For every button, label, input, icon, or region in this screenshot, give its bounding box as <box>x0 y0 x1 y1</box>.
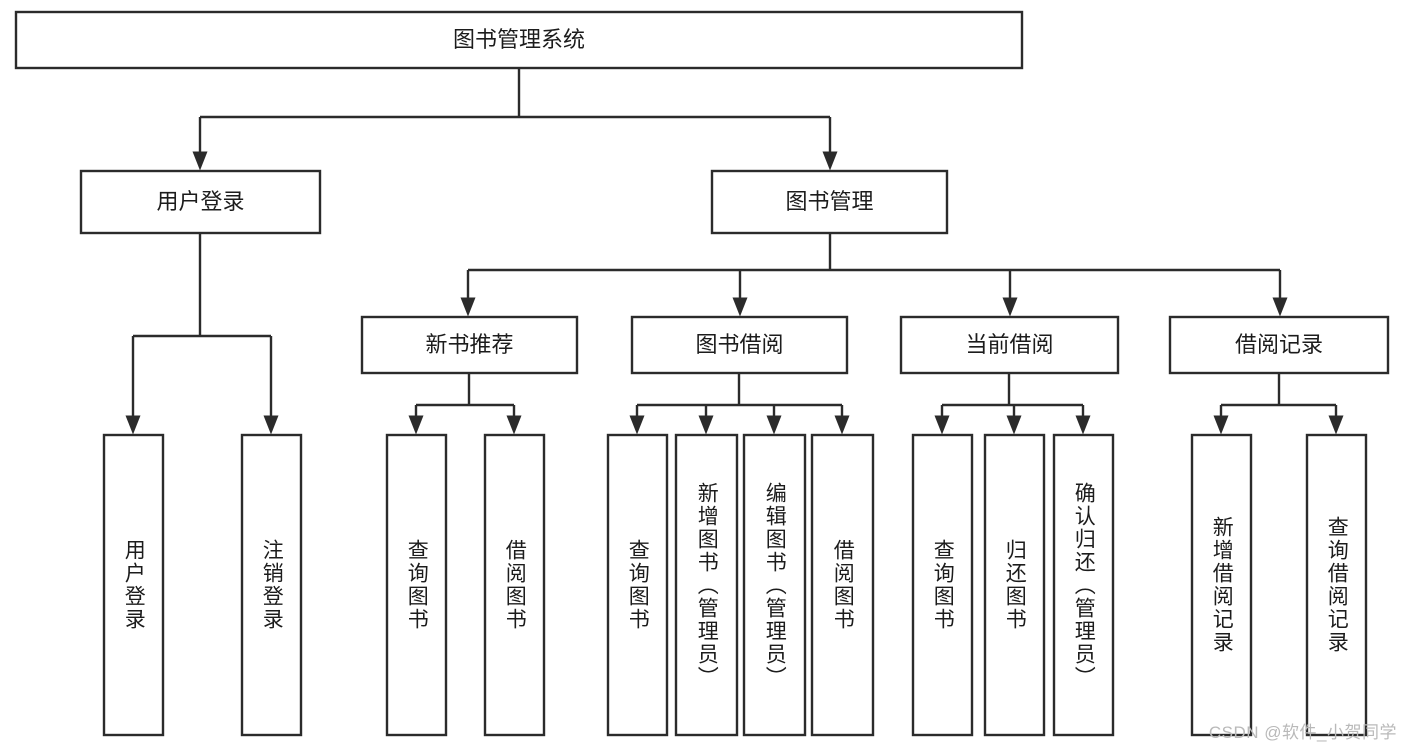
node-level2-box-0 <box>79 169 322 235</box>
node-level3-box-1 <box>630 315 849 375</box>
node-root-box <box>14 10 1024 70</box>
arrow-head-icon <box>934 415 950 435</box>
node-level3-label-1: 图书借阅 <box>695 332 783 357</box>
arrow-head-icon <box>506 415 522 435</box>
node-level2-box-1 <box>710 169 949 235</box>
node-leaf-box-12 <box>1305 433 1368 737</box>
node-leaf-box-3 <box>483 433 546 737</box>
node-leaf-box-11 <box>1190 433 1253 737</box>
arrow-head-icon <box>698 415 714 435</box>
node-level2-label-0: 用户登录 <box>156 189 244 214</box>
arrow-head-icon <box>1328 415 1344 435</box>
arrow-head-icon <box>192 151 208 171</box>
connector-links-layer <box>125 68 1344 435</box>
node-leaf-box-2 <box>385 433 448 737</box>
watermark-text: CSDN @软件_小贺同学 <box>1208 723 1397 742</box>
node-leaf-box-9 <box>983 433 1046 737</box>
arrow-head-icon <box>125 415 141 435</box>
node-root-label: 图书管理系统 <box>453 27 585 52</box>
arrow-head-icon <box>629 415 645 435</box>
node-level3-label-2: 当前借阅 <box>965 332 1053 357</box>
node-level3-box-0 <box>360 315 579 375</box>
node-level2-label-1: 图书管理 <box>785 189 873 214</box>
node-leaf-box-5 <box>674 433 739 737</box>
arrow-head-icon <box>766 415 782 435</box>
node-leaf-box-8 <box>911 433 974 737</box>
arrow-head-icon <box>1002 297 1018 317</box>
arrow-head-icon <box>408 415 424 435</box>
node-leaf-box-10 <box>1052 433 1115 737</box>
node-leaf-box-6 <box>742 433 807 737</box>
node-boxes-layer <box>14 10 1390 737</box>
arrow-head-icon <box>732 297 748 317</box>
arrow-head-icon <box>1213 415 1229 435</box>
arrow-head-icon <box>1075 415 1091 435</box>
node-leaf-box-4 <box>606 433 669 737</box>
node-level3-box-3 <box>1168 315 1390 375</box>
arrow-head-icon <box>460 297 476 317</box>
node-level3-box-2 <box>899 315 1120 375</box>
node-leaf-box-0 <box>102 433 165 737</box>
arrow-head-icon <box>1272 297 1288 317</box>
node-level3-label-0: 新书推荐 <box>425 332 513 357</box>
node-leaf-box-1 <box>240 433 303 737</box>
arrow-head-icon <box>834 415 850 435</box>
arrow-head-icon <box>1006 415 1022 435</box>
node-level3-label-3: 借阅记录 <box>1235 332 1323 357</box>
arrow-head-icon <box>263 415 279 435</box>
arrow-head-icon <box>822 151 838 171</box>
node-leaf-box-7 <box>810 433 875 737</box>
